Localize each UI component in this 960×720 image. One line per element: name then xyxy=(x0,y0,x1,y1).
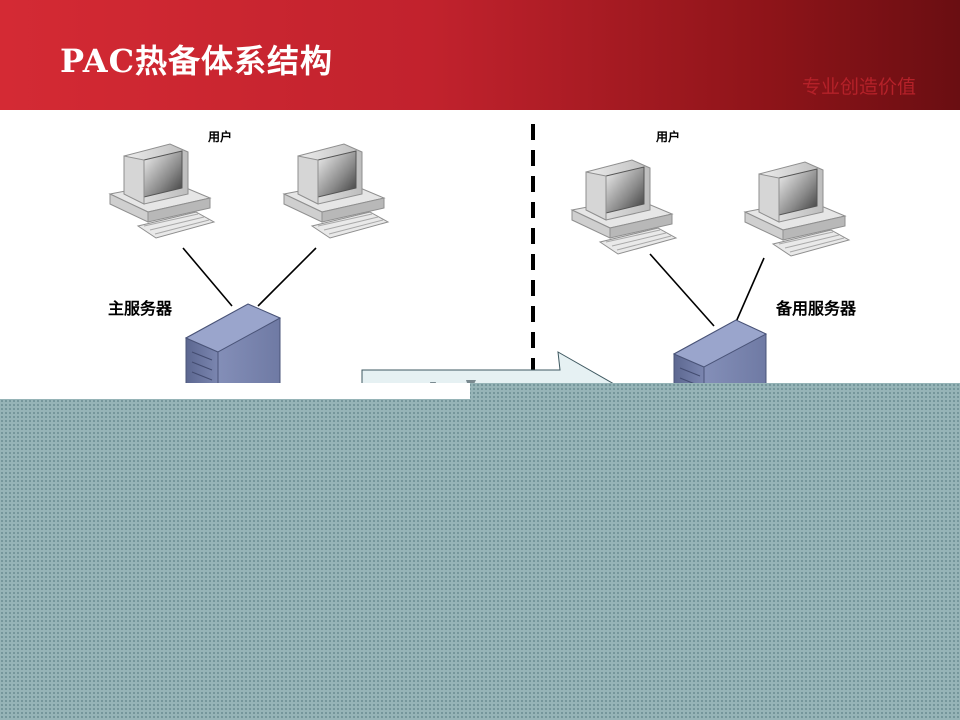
link-line xyxy=(650,254,714,326)
primary-users-label: 用户 xyxy=(208,128,232,145)
backup-users-label: 用户 xyxy=(656,128,680,145)
backup-server-label: 备用服务器 xyxy=(776,295,856,319)
link-line xyxy=(183,248,232,306)
link-line xyxy=(258,248,316,306)
dotted-overlay-panel xyxy=(0,383,960,720)
primary-server-label: 主服务器 xyxy=(108,295,172,319)
desktop-computer-icon xyxy=(572,160,676,254)
desktop-computer-icon xyxy=(284,144,388,238)
desktop-computer-icon xyxy=(110,144,214,238)
link-line xyxy=(736,258,764,322)
desktop-computer-icon xyxy=(745,162,849,256)
overlay-edge xyxy=(0,383,470,399)
